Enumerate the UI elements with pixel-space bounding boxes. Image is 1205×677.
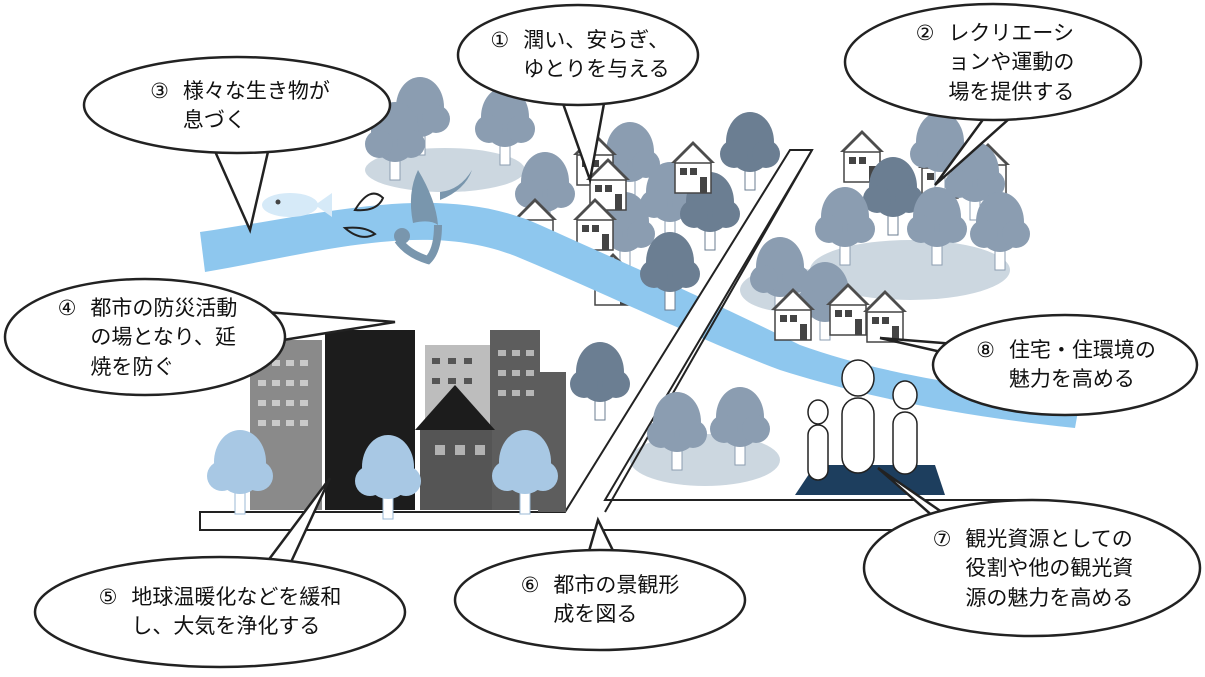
tree (719, 111, 781, 191)
tree (569, 341, 631, 421)
fish-icon (298, 252, 356, 272)
fish-icon (262, 193, 332, 217)
park-ground (810, 240, 1010, 300)
house (670, 140, 716, 194)
bird-icon (394, 170, 472, 265)
people-icon (807, 359, 918, 481)
